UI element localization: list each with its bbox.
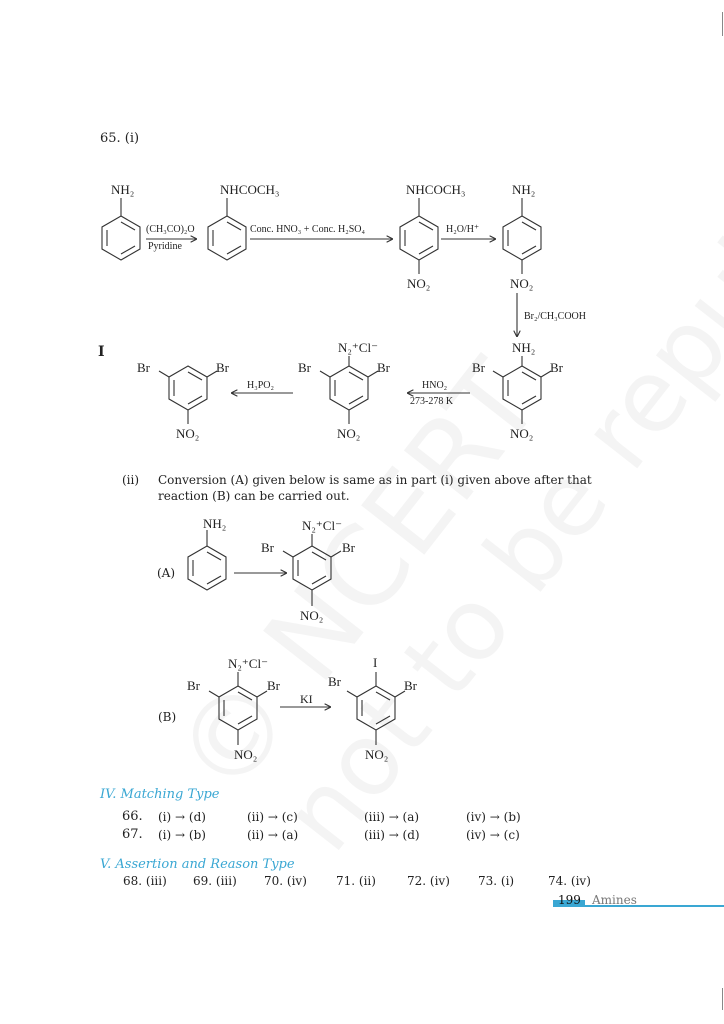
benzene-ring-dibromonitroaniline	[492, 356, 552, 424]
benzene-ring-p-nitroaniline	[502, 198, 542, 274]
part-ii-text-line1: Conversion (A) given below is same as in…	[158, 473, 592, 487]
reagent-bromine: Br₂/CH₃COOH	[524, 311, 586, 322]
matching-cell: (ii) → (c)	[247, 810, 298, 824]
diazonium-br-left: Br	[298, 360, 311, 375]
matching-cell: (iii) → (d)	[364, 828, 420, 842]
roman-marker: I	[98, 344, 105, 360]
a-product-diazonium: N₂⁺Cl⁻	[302, 518, 342, 533]
diazonium-no2: NO₂	[337, 426, 361, 441]
diazonium-group: N₂⁺Cl⁻	[338, 340, 378, 355]
b-reactant-no2: NO₂	[234, 747, 258, 762]
conversion-a-label: (A)	[157, 566, 176, 580]
matching-cell: (i) → (d)	[158, 810, 206, 824]
matching-cell: (iii) → (a)	[364, 810, 420, 824]
dibromonitroaniline-br-left: Br	[472, 360, 485, 375]
p-nitroacetanilide-group: NHCOCH₃	[406, 182, 466, 197]
part-ii-text-line2: reaction (B) can be carried out.	[158, 489, 350, 503]
matching-cell: (i) → (b)	[158, 828, 206, 842]
benzene-ring-aniline	[101, 198, 141, 261]
benzene-ring-p-nitroacetanilide	[399, 198, 439, 274]
a-product-no2: NO₂	[300, 608, 324, 623]
b-reactant-br-left: Br	[187, 678, 200, 693]
dibromonitroaniline-br-right: Br	[550, 360, 563, 375]
conversion-b-label: (B)	[158, 710, 177, 724]
assertion-answer: 73. (i)	[478, 874, 515, 888]
reagent-temperature: 273-278 K	[410, 396, 454, 407]
question-65-label: 65. (i)	[100, 131, 140, 146]
dibromonitroaniline-nh2: NH₂	[512, 340, 536, 355]
matching-cell: (iv) → (c)	[466, 828, 520, 842]
p-nitroaniline-no2: NO₂	[510, 276, 534, 291]
matching-heading: IV. Matching Type	[100, 787, 220, 802]
b-reactant-diazonium: N₂⁺Cl⁻	[228, 656, 268, 671]
part-ii-label: (ii)	[122, 473, 140, 487]
assertion-answer: 71. (ii)	[336, 874, 376, 888]
product-br-left: Br	[137, 360, 150, 375]
assertion-answer: 70. (iv)	[264, 874, 307, 888]
dibromonitroaniline-no2: NO₂	[510, 426, 534, 441]
b-product-no2: NO₂	[365, 747, 389, 762]
b-product-iodo: I	[373, 655, 378, 670]
benzene-ring-dibromonitrobenzene	[158, 365, 218, 424]
page-edge-mark-bottom	[722, 988, 723, 1010]
page-number-highlight	[553, 900, 585, 907]
benzene-ring-acetanilide	[207, 198, 247, 261]
footer-rule	[553, 905, 724, 907]
benzene-ring-a-product	[282, 534, 342, 606]
p-nitroaniline-nh2: NH₂	[512, 182, 536, 197]
benzene-ring-b-reactant	[208, 672, 268, 745]
benzene-ring-diazonium	[319, 356, 379, 424]
aniline-nh2: NH₂	[111, 182, 135, 197]
b-product-br-right: Br	[404, 678, 417, 693]
assertion-answer: 68. (iii)	[123, 874, 167, 888]
b-product-br-left: Br	[328, 674, 341, 689]
product-br-right: Br	[216, 360, 229, 375]
benzene-ring-b-product	[346, 672, 406, 745]
b-reactant-br-right: Br	[267, 678, 280, 693]
reagent-hydrolysis: H₂O/H⁺	[446, 224, 480, 235]
chapter-name: Amines	[592, 893, 637, 907]
matching-cell: (ii) → (a)	[247, 828, 299, 842]
assertion-heading: V. Assertion and Reason Type	[100, 857, 295, 872]
reagent-nitrating-mixture: Conc. HNO₃ + Conc. H₂SO₄	[250, 224, 365, 235]
product-no2: NO₂	[176, 426, 200, 441]
assertion-answer: 72. (iv)	[407, 874, 450, 888]
p-nitroacetanilide-no2: NO₂	[407, 276, 431, 291]
assertion-answer: 69. (iii)	[193, 874, 237, 888]
matching-row-number: 67.	[122, 827, 143, 842]
reagent-ki: KI	[300, 692, 313, 706]
reagent-nitrous-acid: HNO₂	[422, 380, 448, 391]
benzene-ring-a-reactant	[187, 530, 227, 591]
reagent-pyridine: Pyridine	[148, 241, 182, 252]
page-edge-mark-top	[722, 12, 723, 36]
page-number: 199	[558, 893, 581, 907]
reagent-acetic-anhydride: (CH₃CO)₂O	[146, 224, 195, 235]
diazonium-br-right: Br	[377, 360, 390, 375]
assertion-answer: 74. (iv)	[548, 874, 591, 888]
matching-row-number: 66.	[122, 809, 143, 824]
reagent-hypophosphorous-acid: H₃PO₂	[247, 380, 274, 391]
a-product-br-left: Br	[261, 540, 274, 555]
matching-cell: (iv) → (b)	[466, 810, 521, 824]
acetanilide-group: NHCOCH₃	[220, 182, 280, 197]
a-product-br-right: Br	[342, 540, 355, 555]
a-reactant-nh2: NH₂	[203, 516, 227, 531]
